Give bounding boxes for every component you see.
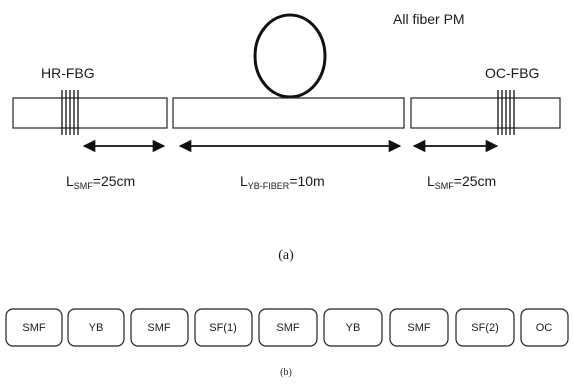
smf-segment-left — [12, 97, 168, 129]
segment-box-2 — [67, 308, 125, 347]
length-label-smf-right: LSMF=25cm — [427, 173, 496, 191]
segment-box-9 — [520, 308, 569, 347]
segment-label-2: YB — [89, 322, 104, 334]
segment-box-5 — [258, 308, 318, 347]
segment-box-8 — [455, 308, 515, 347]
segment-label-1: SMF — [22, 322, 46, 334]
panel-b-caption: (b) — [280, 367, 292, 378]
fiber-loop — [253, 13, 327, 99]
segment-label-9: OC — [536, 322, 553, 334]
oc-fbg-label: OC-FBG — [485, 65, 539, 81]
segment-box-1 — [5, 308, 63, 347]
yb-fiber-segment — [172, 97, 405, 129]
hr-fbg-grating — [61, 90, 79, 135]
panel-a-title: All fiber PM — [393, 11, 465, 27]
segment-label-8: SF(2) — [471, 322, 499, 334]
smf-segment-right — [410, 97, 561, 129]
segment-label-3: SMF — [147, 322, 171, 334]
segment-label-6: YB — [346, 322, 361, 334]
length-label-smf-left: LSMF=25cm — [66, 173, 135, 191]
segment-label-7: SMF — [407, 322, 431, 334]
segment-label-5: SMF — [276, 322, 300, 334]
panel-a-caption: (a) — [278, 248, 294, 263]
oc-fbg-grating — [497, 90, 515, 135]
segment-box-4 — [194, 308, 253, 347]
length-label-yb: LYB-FIBER=10m — [240, 173, 325, 191]
panel-a: All fiber PM HR-FBG OC-FBG — [12, 11, 561, 263]
segment-box-6 — [323, 308, 383, 347]
hr-fbg-label: HR-FBG — [41, 65, 95, 81]
segment-box-3 — [130, 308, 189, 347]
segment-box-7 — [389, 308, 449, 347]
segment-label-4: SF(1) — [209, 322, 237, 334]
panel-b: SMF YB SMF SF(1) SMF YB SMF SF(2) OC (b) — [5, 308, 569, 378]
